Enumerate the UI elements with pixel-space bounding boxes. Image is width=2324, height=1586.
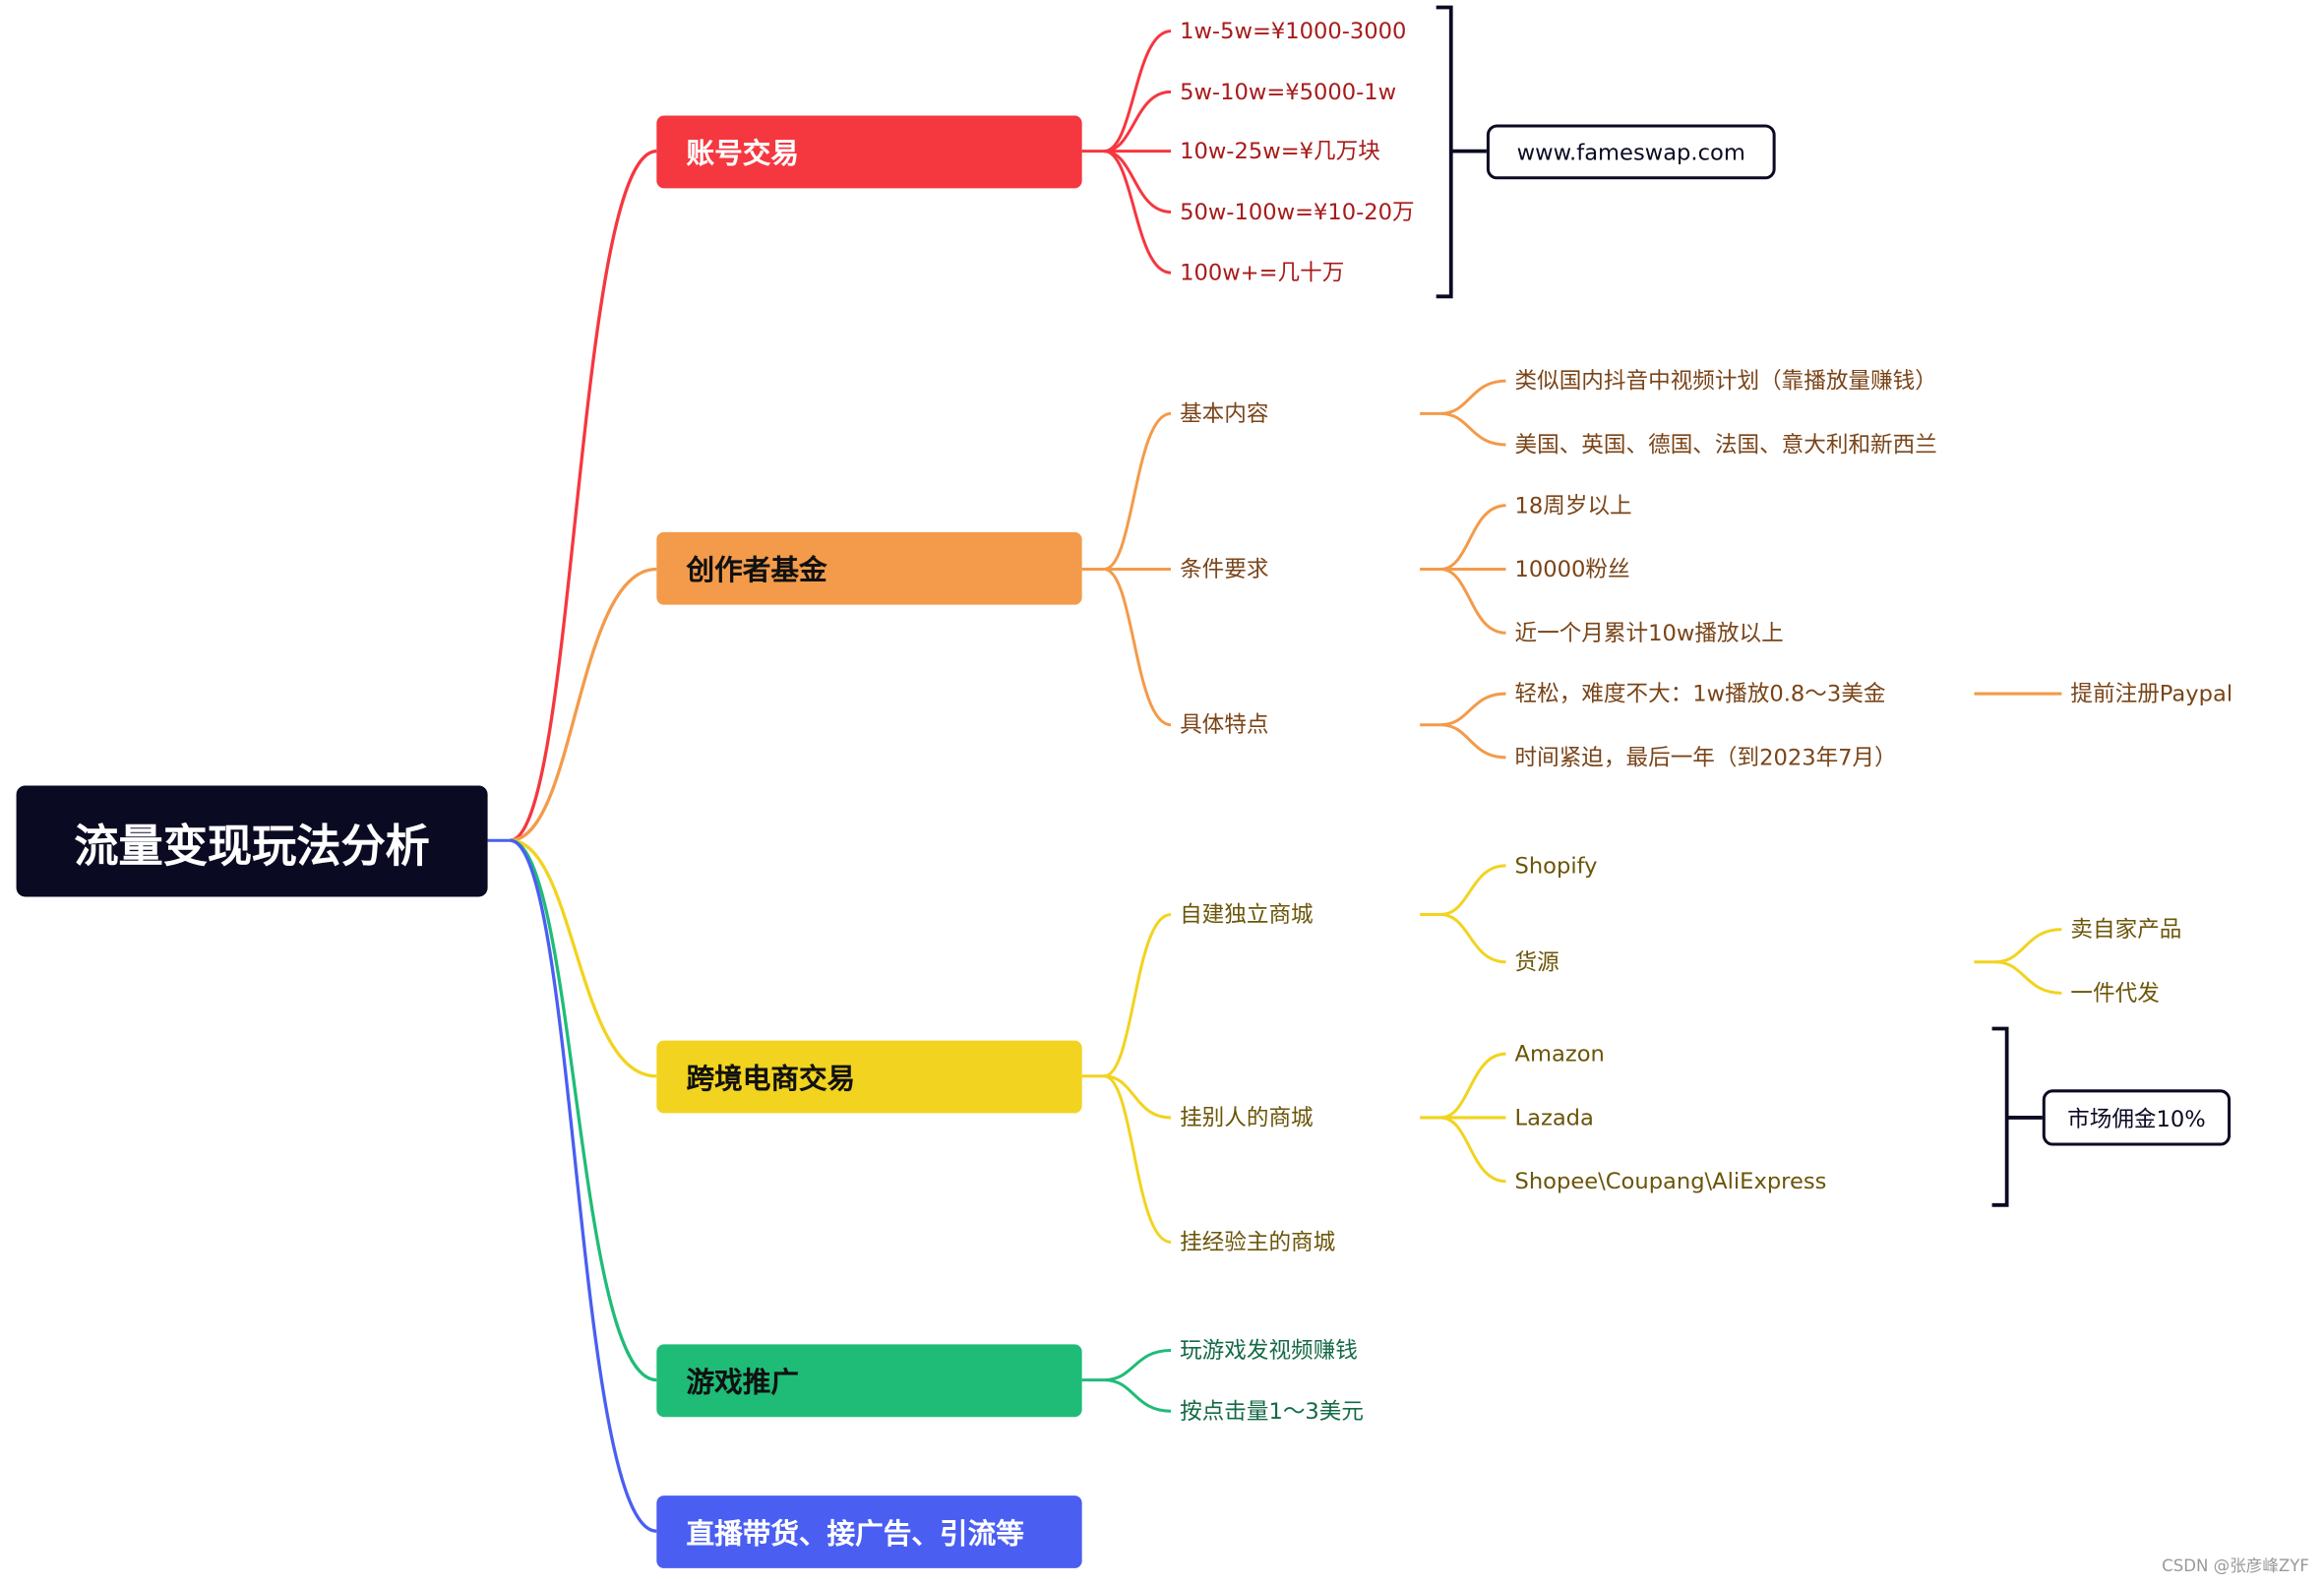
ecom-platform-item[interactable]: Shopify bbox=[1514, 852, 1598, 880]
root-to-ecom-line bbox=[510, 838, 657, 1078]
ecom-third-party-store[interactable]: 挂别人的商城 bbox=[1180, 1104, 1314, 1131]
ecom-supply-item[interactable]: 一件代发 bbox=[2070, 979, 2160, 1006]
fund-cond-item-line bbox=[1440, 504, 1506, 572]
ecom-supply-item-line bbox=[1994, 960, 2062, 995]
fund-basic-item-line bbox=[1440, 411, 1506, 447]
fund-requirement-item[interactable]: 近一个月累计10w播放以上 bbox=[1514, 619, 1784, 646]
account-price-item[interactable]: 10w-25w=¥几万块 bbox=[1180, 138, 1380, 165]
fund-requirements[interactable]: 条件要求 bbox=[1180, 555, 1269, 583]
account-price-item[interactable]: 100w+=几十万 bbox=[1180, 259, 1345, 286]
ecom-experience-store[interactable]: 挂经验主的商城 bbox=[1180, 1228, 1336, 1256]
ecom-self-built-store[interactable]: 自建独立商城 bbox=[1180, 900, 1314, 929]
root-to-account-line bbox=[509, 150, 657, 842]
ecom-marketplace-item[interactable]: Amazon bbox=[1514, 1040, 1605, 1068]
ecom-self-item-line bbox=[1440, 913, 1506, 964]
fund-requirement-item[interactable]: 10000粉丝 bbox=[1514, 555, 1630, 583]
ecom-sub-line bbox=[1103, 913, 1172, 1078]
account-price-item[interactable]: 1w-5w=¥1000-3000 bbox=[1180, 18, 1407, 45]
branch-creator-fund[interactable]: 创作者基金 bbox=[656, 531, 1082, 605]
account-bracket bbox=[1436, 5, 1487, 299]
ecom-sub-line bbox=[1104, 1074, 1172, 1120]
account-price-item[interactable]: 5w-10w=¥5000-1w bbox=[1180, 78, 1397, 105]
branch-cross-border-ecommerce[interactable]: 跨境电商交易 bbox=[656, 1040, 1082, 1114]
game-item-line bbox=[1104, 1348, 1172, 1382]
fund-basic-item-line bbox=[1440, 379, 1506, 415]
root-to-game-line bbox=[509, 838, 657, 1382]
branch-game-promotion[interactable]: 游戏推广 bbox=[656, 1344, 1082, 1418]
ecom-other-item-line bbox=[1440, 1116, 1506, 1184]
ecom-self-item-line bbox=[1440, 864, 1506, 917]
account-item-line bbox=[1104, 90, 1172, 153]
fameswap-link-note[interactable]: www.fameswap.com bbox=[1486, 124, 1776, 180]
root-to-live-line bbox=[509, 838, 657, 1533]
fund-feat-item-line bbox=[1440, 692, 1506, 727]
account-price-item[interactable]: 50w-100w=¥10-20万 bbox=[1180, 198, 1415, 225]
fund-basic-item[interactable]: 美国、英国、德国、法国、意大利和新西兰 bbox=[1514, 431, 1937, 458]
fund-feat-item-line bbox=[1440, 723, 1506, 760]
account-item-line bbox=[1103, 150, 1172, 274]
ecom-sub-line bbox=[1103, 1074, 1172, 1244]
game-item[interactable]: 按点击量1～3美元 bbox=[1180, 1397, 1365, 1425]
account-item-line bbox=[1103, 30, 1172, 153]
fund-feature-item[interactable]: 轻松，难度不大：1w播放0.8～3美金 bbox=[1514, 680, 1886, 707]
ecom-other-item-line bbox=[1440, 1052, 1506, 1120]
fund-feature-item[interactable]: 时间紧迫，最后一年（到2023年7月） bbox=[1514, 744, 1897, 771]
fund-basic-content[interactable]: 基本内容 bbox=[1180, 399, 1269, 427]
fund-requirement-item[interactable]: 18周岁以上 bbox=[1514, 492, 1632, 519]
account-item-line bbox=[1104, 150, 1172, 214]
paypal-register-note[interactable]: 提前注册Paypal bbox=[2070, 680, 2233, 707]
fund-features[interactable]: 具体特点 bbox=[1180, 711, 1269, 739]
game-item-line bbox=[1104, 1378, 1172, 1413]
watermark-credit: CSDN @张彦峰ZYF bbox=[2162, 1556, 2309, 1576]
branch-live-streaming[interactable]: 直播带货、接广告、引流等 bbox=[656, 1495, 1082, 1568]
ecom-marketplace-item[interactable]: Shopee\Coupang\AliExpress bbox=[1514, 1168, 1827, 1195]
ecom-marketplace-item[interactable]: Lazada bbox=[1514, 1104, 1594, 1131]
ecom-supply-source[interactable]: 货源 bbox=[1514, 948, 1560, 976]
branch-account-trade[interactable]: 账号交易 bbox=[656, 115, 1082, 189]
ecom-bracket bbox=[1991, 1026, 2043, 1207]
commission-note[interactable]: 市场佣金10% bbox=[2042, 1089, 2232, 1146]
fund-sub-line bbox=[1103, 568, 1172, 727]
root-topic[interactable]: 流量变现玩法分析 bbox=[16, 785, 488, 897]
fund-sub-line bbox=[1103, 411, 1172, 572]
game-item[interactable]: 玩游戏发视频赚钱 bbox=[1180, 1336, 1358, 1365]
fund-cond-item-line bbox=[1440, 568, 1506, 635]
ecom-supply-item-line bbox=[1994, 928, 2062, 964]
ecom-supply-item[interactable]: 卖自家产品 bbox=[2070, 916, 2182, 944]
fund-basic-item[interactable]: 类似国内抖音中视频计划（靠播放量赚钱） bbox=[1514, 367, 1937, 395]
root-to-fund-line bbox=[510, 567, 657, 842]
